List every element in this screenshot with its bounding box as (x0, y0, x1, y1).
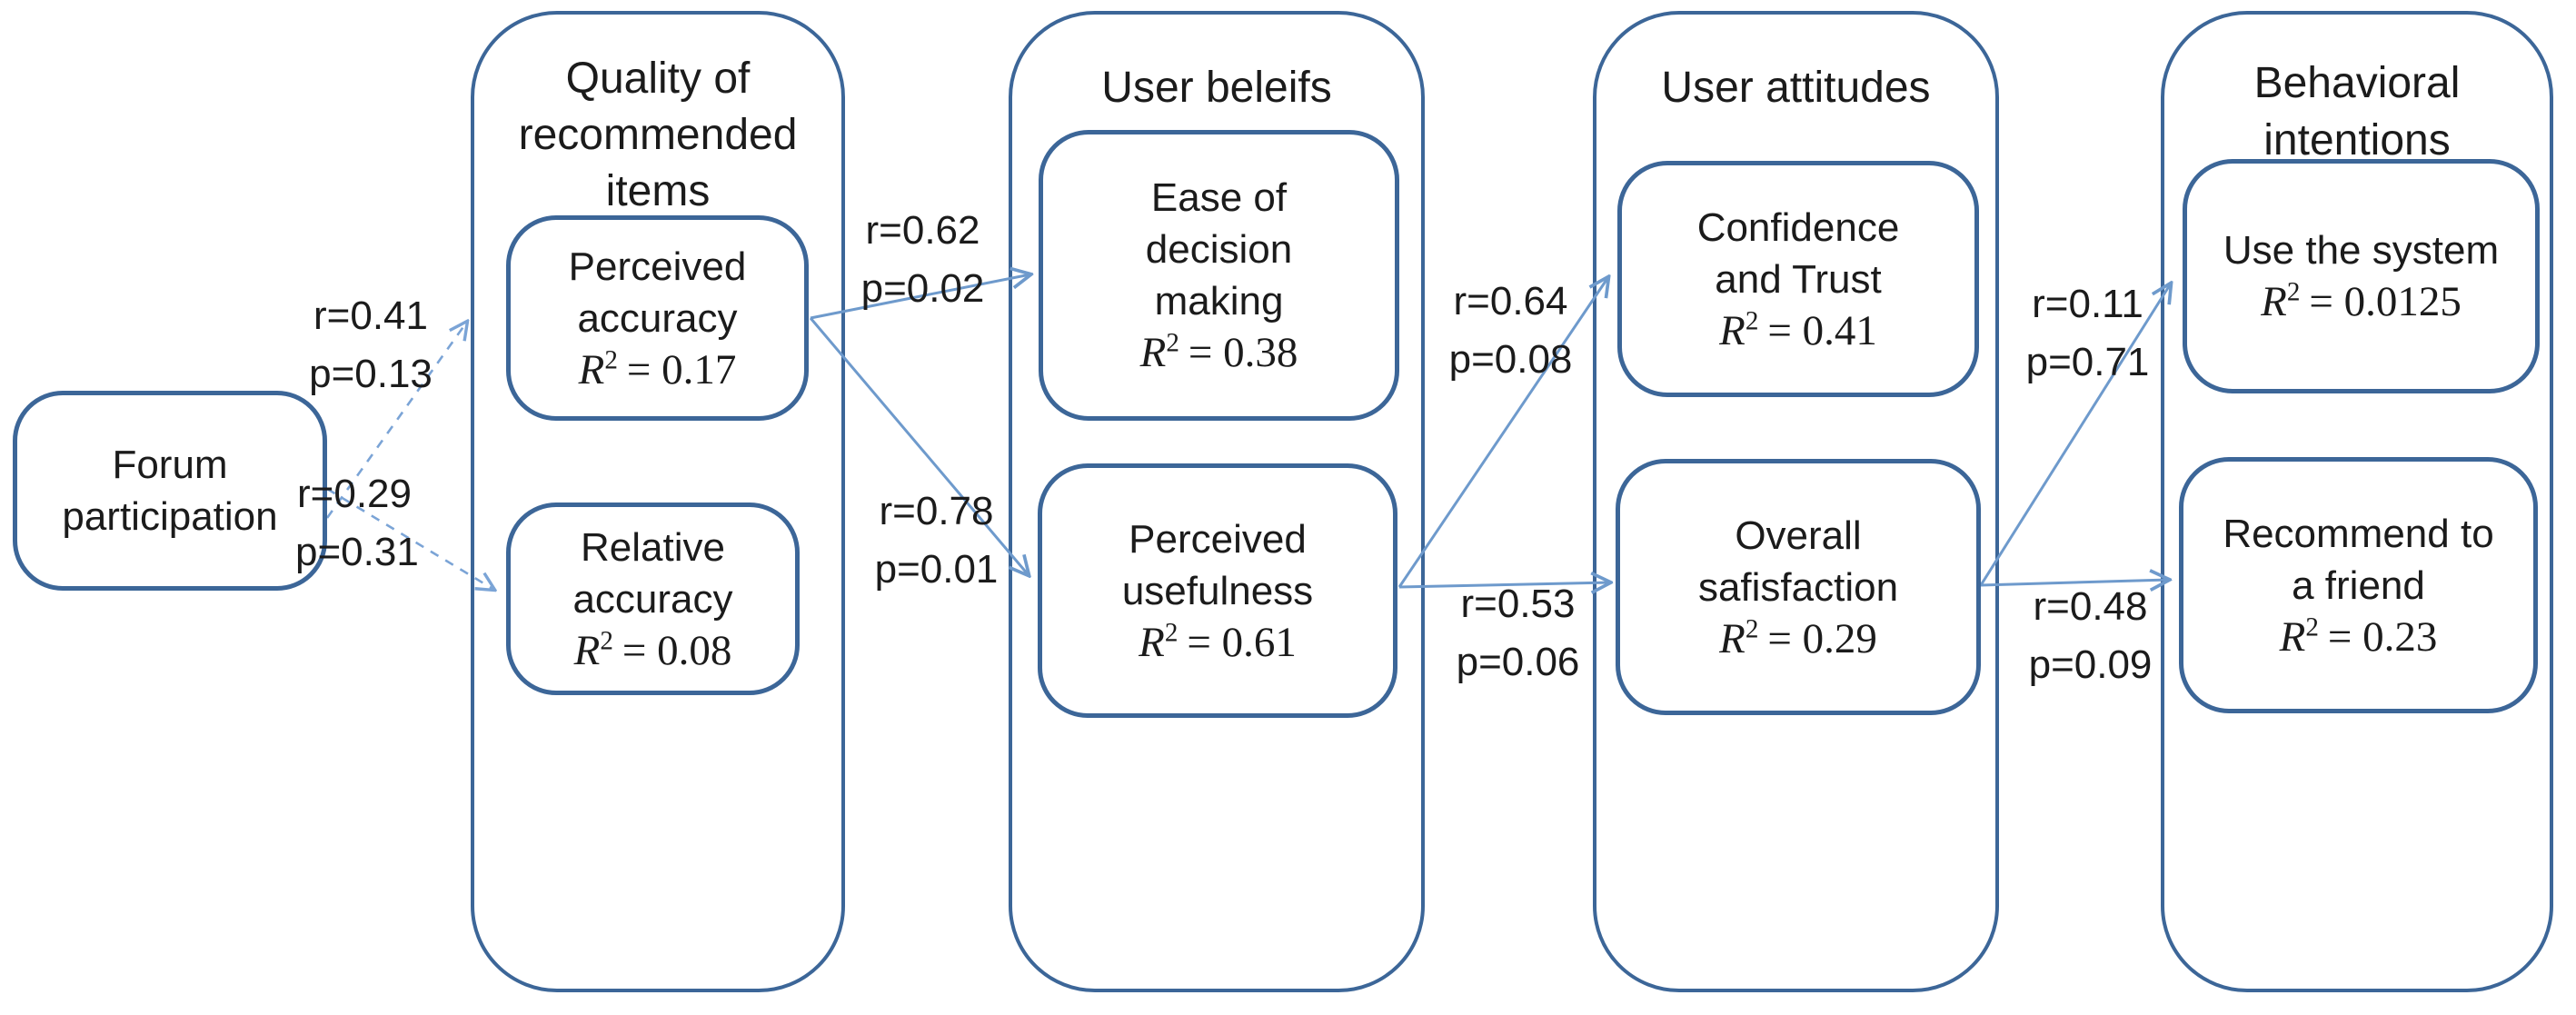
edge-label-satisfaction-to-recommend: r=0.48 p=0.09 (2015, 578, 2165, 694)
edge-label-forum-to-relative-accuracy: r=0.29 p=0.31 (295, 465, 419, 582)
node-r2-formula: R2= 0.29 (1719, 613, 1877, 662)
p-value: p=0.02 (860, 266, 985, 311)
group-title: Behavioral intentions (2164, 55, 2550, 169)
node-r2-formula: R2= 0.41 (1719, 305, 1877, 354)
group-title: User beleifs (1012, 60, 1421, 116)
node-text-line: a friend (2292, 562, 2425, 608)
node-text-line: Confidence (1696, 204, 1900, 250)
node-text-line: Ease of (1150, 175, 1288, 220)
node-perceived-accuracy: Perceived accuracy R2= 0.17 (506, 215, 809, 421)
node-text-line: Use the system (2223, 228, 2500, 273)
r-value: r=0.11 (2032, 282, 2143, 326)
node-ease-of-decision-making: Ease of decision making R2= 0.38 (1039, 130, 1399, 421)
r-value: r=0.62 (865, 208, 980, 253)
edge-label-usefulness-to-confidence: r=0.64 p=0.08 (1436, 273, 1586, 389)
node-use-the-system: Use the system R2= 0.0125 (2183, 159, 2540, 393)
node-confidence-and-trust: Confidence and Trust R2= 0.41 (1617, 161, 1979, 397)
node-relative-accuracy: Relative accuracy R2= 0.08 (506, 503, 800, 695)
node-text-line: usefulness (1121, 568, 1314, 613)
group-title-line: User beleifs (1101, 64, 1332, 112)
r-value: r=0.41 (313, 294, 428, 338)
edge-label-forum-to-perceived-accuracy: r=0.41 p=0.13 (303, 287, 439, 403)
r-value: r=0.48 (2033, 584, 2148, 629)
node-text-line: Perceived (568, 244, 747, 289)
node-text-line: Recommend to (2223, 511, 2494, 556)
p-value: p=0.06 (1456, 640, 1580, 684)
p-value: p=0.09 (2028, 642, 2153, 687)
group-title-line: Quality of (565, 55, 751, 103)
node-overall-satisfaction: Overall safisfaction R2= 0.29 (1616, 459, 1981, 715)
group-title-line: items (605, 167, 711, 215)
node-text-line: accuracy (572, 576, 733, 622)
node-r2-formula: R2= 0.38 (1139, 328, 1298, 376)
node-text-line: Forum (112, 443, 228, 487)
node-text-line: decision (1145, 227, 1293, 272)
node-text-line: and Trust (1715, 256, 1882, 302)
edge-label-accuracy-to-usefulness: r=0.78 p=0.01 (861, 483, 1011, 599)
node-text-line: accuracy (577, 295, 738, 341)
node-text-line: safisfaction (1697, 564, 1899, 610)
p-value: p=0.01 (874, 547, 999, 592)
p-value: p=0.08 (1448, 337, 1573, 382)
node-text-line: Perceived (1129, 516, 1307, 562)
group-quality-of-recommended-items: Quality of recommended items (471, 11, 845, 992)
node-forum-participation: Forum participation (13, 391, 327, 591)
p-value: p=0.71 (2025, 340, 2150, 384)
node-r2-formula: R2= 0.17 (578, 344, 737, 393)
node-r2-formula: R2= 0.23 (2279, 612, 2438, 661)
edge-label-accuracy-to-ease: r=0.62 p=0.02 (848, 202, 998, 318)
r-value: r=0.78 (879, 489, 994, 533)
p-value: p=0.31 (295, 530, 419, 574)
group-title: Quality of recommended items (474, 51, 841, 220)
edge-label-usefulness-to-satisfaction: r=0.53 p=0.06 (1443, 575, 1593, 692)
group-title-line: intentions (2263, 116, 2451, 164)
group-title-line: recommended (518, 111, 798, 159)
node-text-line: Relative (581, 524, 725, 570)
node-text-line: Overall (1735, 512, 1862, 558)
r-value: r=0.29 (297, 472, 412, 516)
node-recommend-to-a-friend: Recommend to a friend R2= 0.23 (2179, 457, 2538, 713)
r-value: r=0.64 (1453, 279, 1568, 323)
p-value: p=0.13 (309, 352, 433, 396)
group-title-line: User attitudes (1661, 64, 1931, 112)
node-text-line: making (1154, 279, 1284, 323)
node-r2-formula: R2= 0.0125 (2261, 277, 2462, 325)
group-title: User attitudes (1596, 60, 1995, 116)
node-text-line: participation (62, 494, 278, 539)
edge-label-satisfaction-to-use-system: r=0.11 p=0.71 (2013, 275, 2163, 392)
node-perceived-usefulness: Perceived usefulness R2= 0.61 (1038, 463, 1397, 718)
node-r2-formula: R2= 0.61 (1139, 617, 1297, 666)
node-r2-formula: R2= 0.08 (573, 625, 732, 674)
group-title-line: Behavioral (2253, 59, 2461, 107)
r-value: r=0.53 (1460, 582, 1576, 626)
